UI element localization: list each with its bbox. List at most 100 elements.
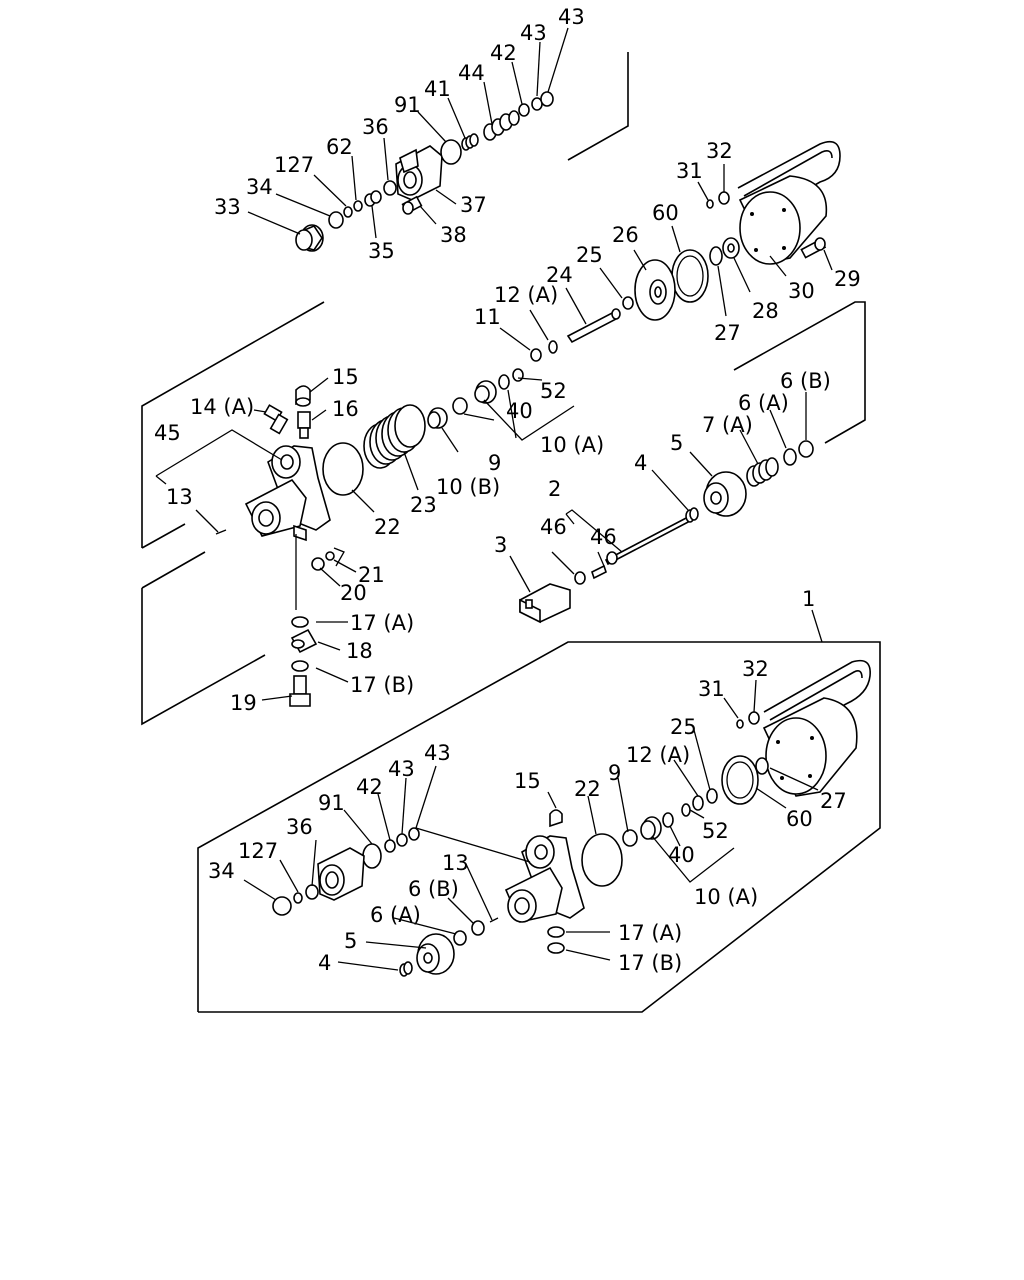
label-5-lower: 5 bbox=[344, 929, 357, 953]
label-2: 2 bbox=[548, 477, 561, 501]
label-9: 9 bbox=[488, 451, 501, 475]
cylinder-lower bbox=[762, 697, 858, 797]
ring-52 bbox=[498, 374, 510, 390]
ring-9-lower bbox=[622, 829, 638, 847]
label-20: 20 bbox=[340, 581, 367, 605]
label-41: 41 bbox=[424, 77, 451, 101]
label-3: 3 bbox=[494, 533, 507, 557]
plug-33 bbox=[295, 224, 324, 252]
label-43-b: 43 bbox=[520, 21, 547, 45]
label-62: 62 bbox=[326, 135, 353, 159]
cap-15-lower bbox=[549, 809, 563, 828]
bleeder-14a bbox=[263, 404, 289, 435]
ring-6a bbox=[783, 448, 797, 466]
washer-11 bbox=[530, 348, 542, 362]
label-127: 127 bbox=[274, 153, 314, 177]
label-13-lower: 13 bbox=[442, 851, 469, 875]
label-6a: 6 (A) bbox=[738, 391, 789, 415]
label-34-lower: 34 bbox=[208, 859, 235, 883]
label-38: 38 bbox=[440, 223, 467, 247]
label-52: 52 bbox=[540, 379, 567, 403]
cap-15 bbox=[295, 385, 311, 407]
ring-127 bbox=[343, 206, 353, 218]
label-23: 23 bbox=[410, 493, 437, 517]
housing-45 bbox=[244, 445, 331, 542]
label-35: 35 bbox=[368, 239, 395, 263]
label-32-lower: 32 bbox=[742, 657, 769, 681]
bolt-38 bbox=[401, 195, 423, 215]
ring-32-lower bbox=[748, 711, 760, 725]
label-25-lower: 25 bbox=[670, 715, 697, 739]
label-10b: 10 (B) bbox=[436, 475, 500, 499]
label-12a-lower: 12 (A) bbox=[626, 743, 690, 767]
ring-9 bbox=[452, 397, 468, 415]
label-7a: 7 (A) bbox=[702, 413, 753, 437]
label-60-lower: 60 bbox=[786, 807, 813, 831]
valve-body-lower bbox=[317, 847, 365, 901]
spring-4-lower bbox=[399, 961, 413, 977]
label-40: 40 bbox=[506, 399, 533, 423]
lower-frame-lines bbox=[197, 641, 881, 1013]
label-43-a-lower: 43 bbox=[424, 741, 451, 765]
cup-10a-lower bbox=[640, 816, 662, 840]
label-5: 5 bbox=[670, 431, 683, 455]
label-9-lower: 9 bbox=[608, 761, 621, 785]
washer-17a-lower bbox=[547, 926, 565, 938]
spring-41 bbox=[461, 133, 479, 151]
ring-31-lower bbox=[736, 719, 744, 729]
label-32: 32 bbox=[706, 139, 733, 163]
piston-5 bbox=[703, 471, 747, 517]
label-17a: 17 (A) bbox=[350, 611, 414, 635]
label-15-lower: 15 bbox=[514, 769, 541, 793]
ring-43b bbox=[540, 91, 554, 107]
label-46-b: 46 bbox=[590, 525, 617, 549]
label-127-lower: 127 bbox=[238, 839, 278, 863]
label-40-lower: 40 bbox=[668, 843, 695, 867]
label-17b: 17 (B) bbox=[350, 673, 414, 697]
piston-5-lower bbox=[416, 933, 455, 975]
bolt-19 bbox=[289, 675, 311, 707]
label-26: 26 bbox=[612, 223, 639, 247]
oring-22-lower bbox=[581, 833, 623, 887]
label-91: 91 bbox=[394, 93, 421, 117]
label-43-b-lower: 43 bbox=[388, 757, 415, 781]
upper-booster-parts bbox=[530, 140, 841, 362]
ring-42 bbox=[518, 103, 530, 117]
label-31: 31 bbox=[676, 159, 703, 183]
label-27: 27 bbox=[714, 321, 741, 345]
label-33: 33 bbox=[214, 195, 241, 219]
label-22-lower: 22 bbox=[574, 777, 601, 801]
ring-27-lower bbox=[755, 757, 769, 775]
ring-52b bbox=[512, 368, 524, 382]
label-31-lower: 31 bbox=[698, 677, 725, 701]
washer-17b bbox=[291, 660, 309, 672]
label-45: 45 bbox=[154, 421, 181, 445]
piston-44 bbox=[483, 110, 520, 141]
ring-36 bbox=[383, 180, 397, 196]
label-19: 19 bbox=[230, 691, 257, 715]
ring-36-lower bbox=[305, 884, 319, 900]
label-10a: 10 (A) bbox=[540, 433, 604, 457]
label-42-lower: 42 bbox=[356, 775, 383, 799]
lower-parts bbox=[272, 659, 871, 977]
label-13: 13 bbox=[166, 485, 193, 509]
label-4-lower: 4 bbox=[318, 951, 331, 975]
bolt-29 bbox=[800, 237, 827, 259]
label-21: 21 bbox=[358, 563, 385, 587]
ring-6a-lower bbox=[453, 930, 467, 946]
ring-127-lower bbox=[293, 892, 303, 904]
cylinder-30 bbox=[738, 175, 828, 265]
label-44: 44 bbox=[458, 61, 485, 85]
ring-42-lower bbox=[384, 839, 396, 853]
ring-43a-lower bbox=[396, 833, 408, 847]
part-labels: 43 43 42 44 41 91 36 62 127 34 33 35 37 … bbox=[154, 5, 861, 975]
label-22: 22 bbox=[374, 515, 401, 539]
spring-35 bbox=[364, 190, 382, 207]
clevis-3 bbox=[519, 583, 571, 624]
label-1: 1 bbox=[802, 587, 815, 611]
label-25: 25 bbox=[576, 243, 603, 267]
ring-21 bbox=[325, 551, 335, 561]
oring-91-lower bbox=[362, 843, 382, 869]
label-6a-lower: 6 (A) bbox=[370, 903, 421, 927]
